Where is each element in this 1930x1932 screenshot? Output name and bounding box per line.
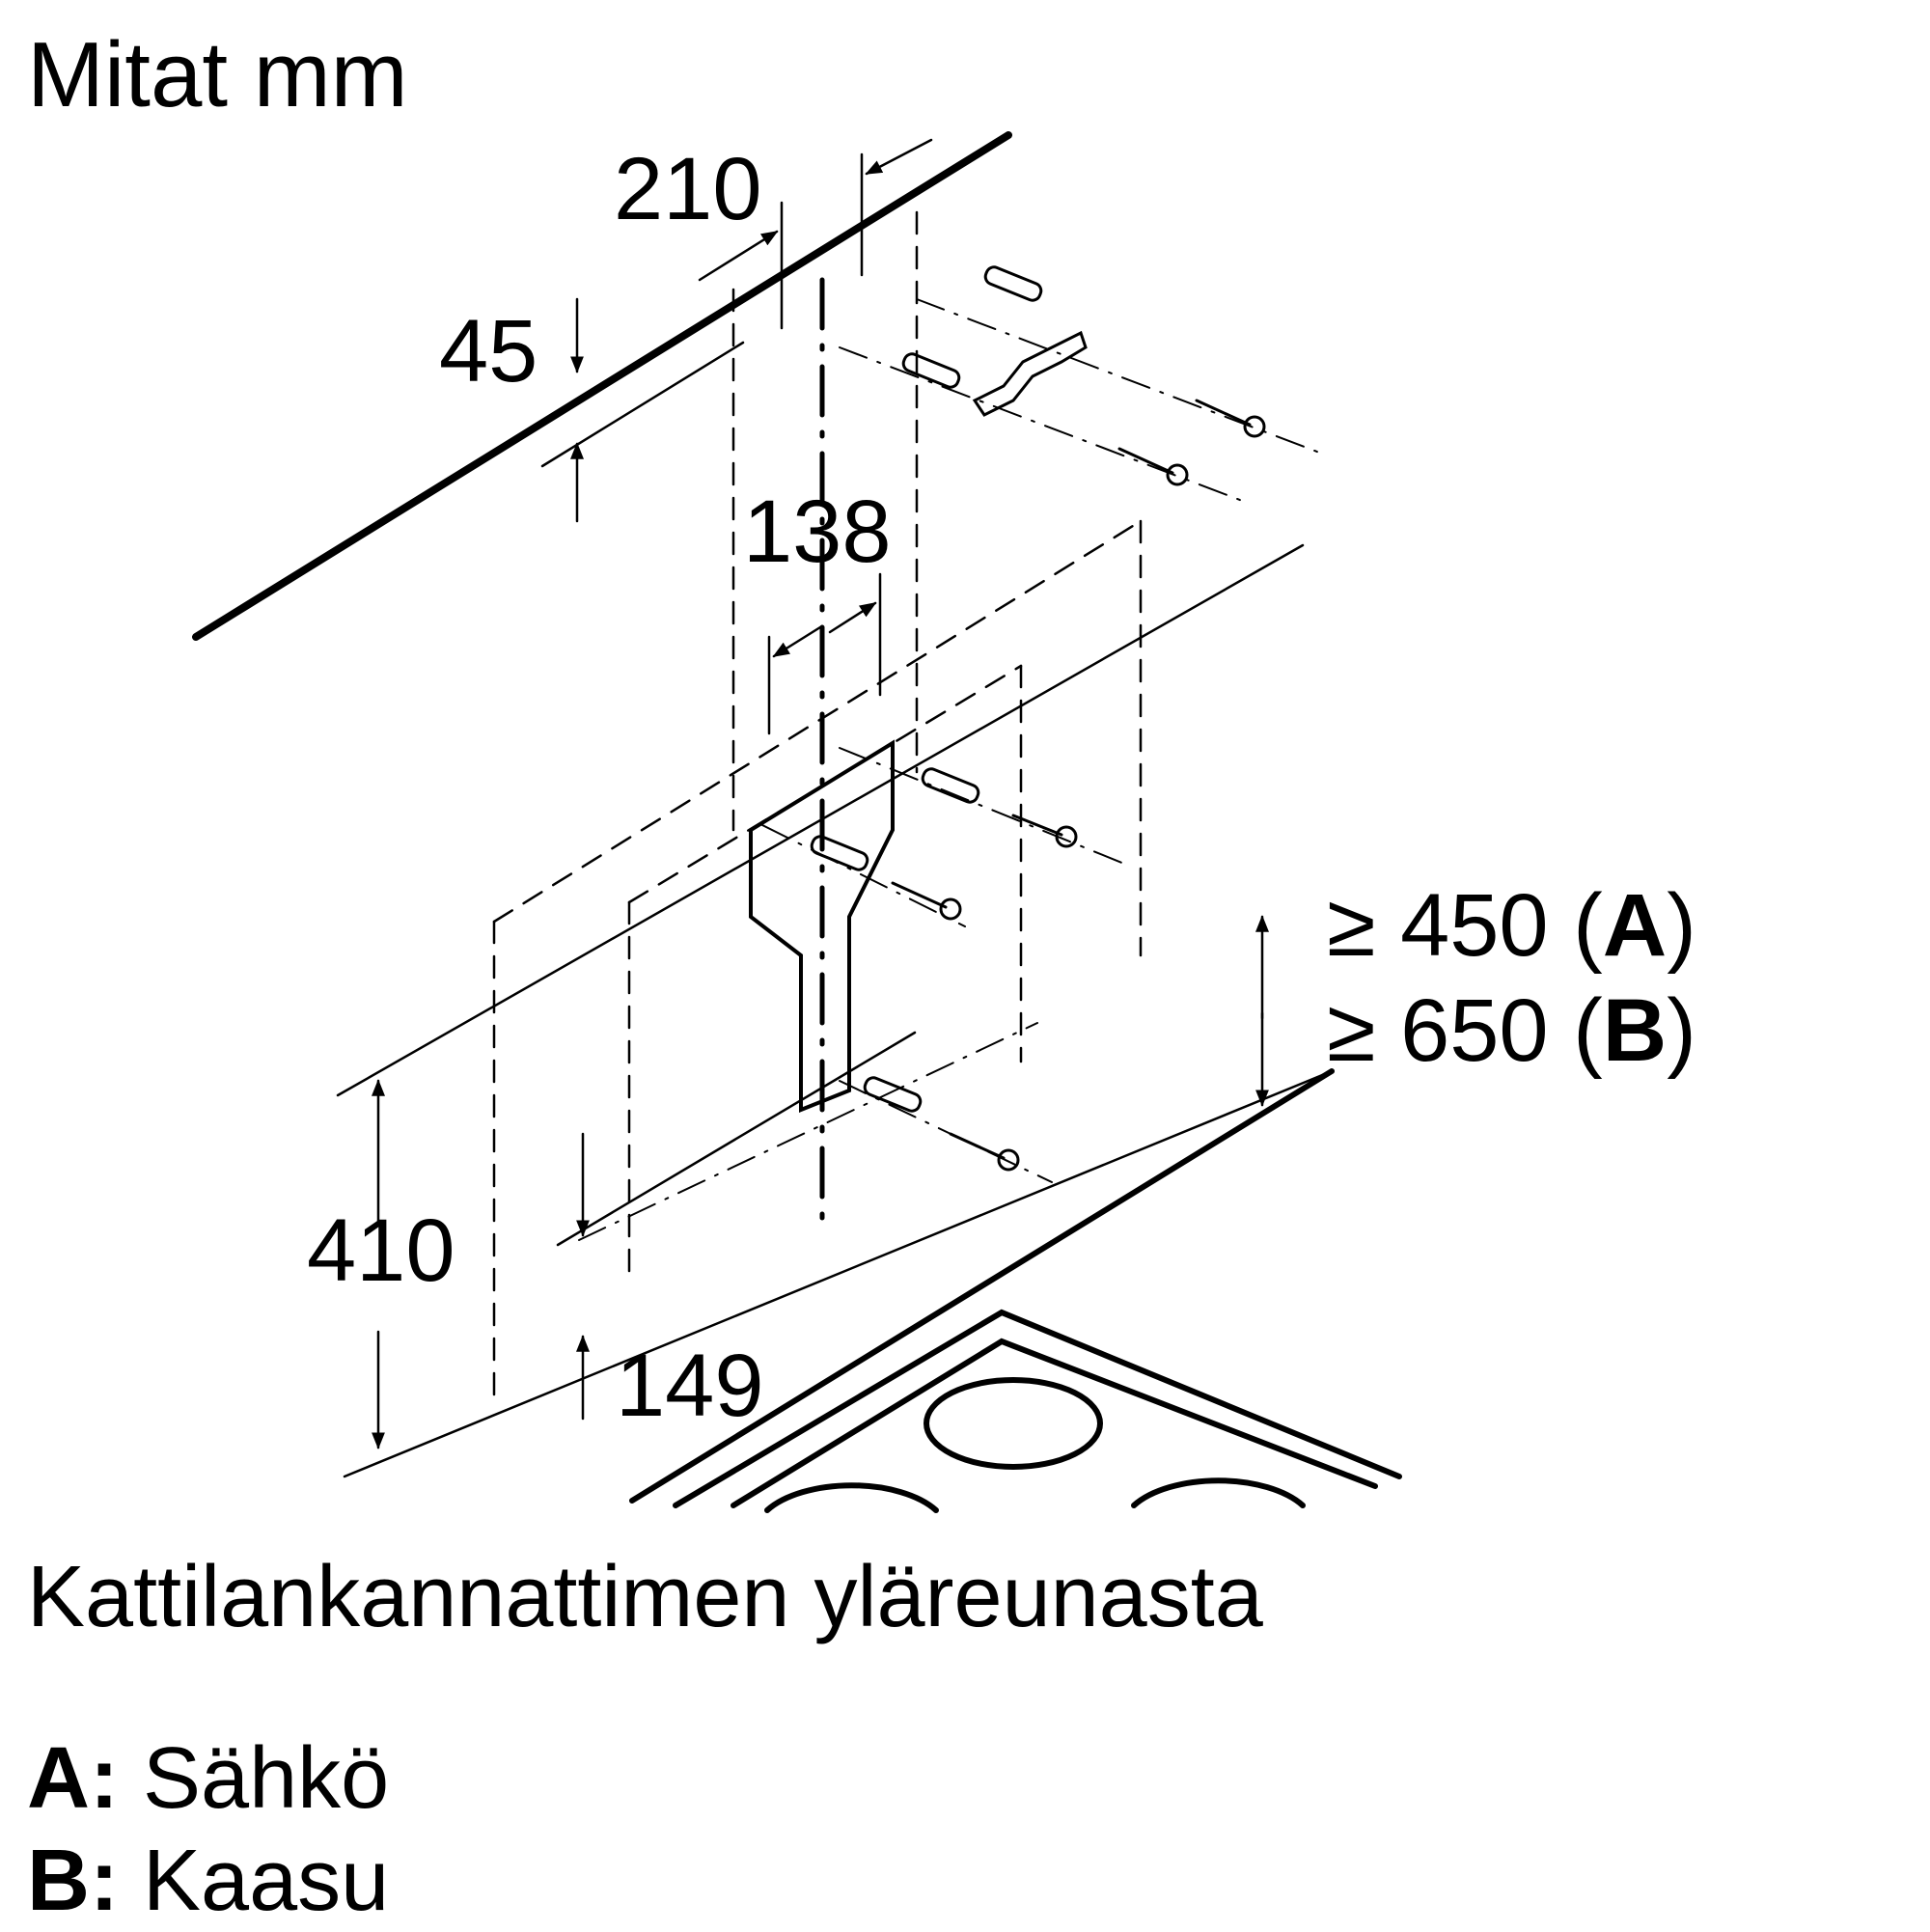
wall-anchors bbox=[810, 265, 1043, 1113]
requirement-electric: ≥ 450 (A) bbox=[1327, 876, 1696, 975]
bracket-plate bbox=[749, 739, 895, 1113]
legend-item-b: B: Kaasu bbox=[27, 1833, 390, 1930]
dimension-45: 45 bbox=[439, 302, 538, 400]
caption: Kattilankannattimen yläreunasta bbox=[27, 1549, 1263, 1645]
dimension-149: 149 bbox=[616, 1337, 764, 1435]
dimension-410: 410 bbox=[307, 1201, 455, 1300]
clearance-requirements: ≥ 450 (A) ≥ 650 (B) bbox=[1327, 873, 1696, 1083]
page-title: Mitat mm bbox=[27, 23, 408, 126]
dimension-210: 210 bbox=[614, 140, 762, 238]
ceiling-edge bbox=[192, 131, 1012, 641]
dimension-138: 138 bbox=[743, 483, 892, 581]
upper-hook bbox=[972, 330, 1088, 417]
requirement-gas: ≥ 650 (B) bbox=[1327, 980, 1696, 1080]
legend-item-a: A: Sähkö bbox=[27, 1730, 390, 1827]
screws bbox=[891, 399, 1266, 1172]
cooktop bbox=[629, 1068, 1402, 1513]
legend: A: Sähkö B: Kaasu bbox=[27, 1727, 389, 1932]
